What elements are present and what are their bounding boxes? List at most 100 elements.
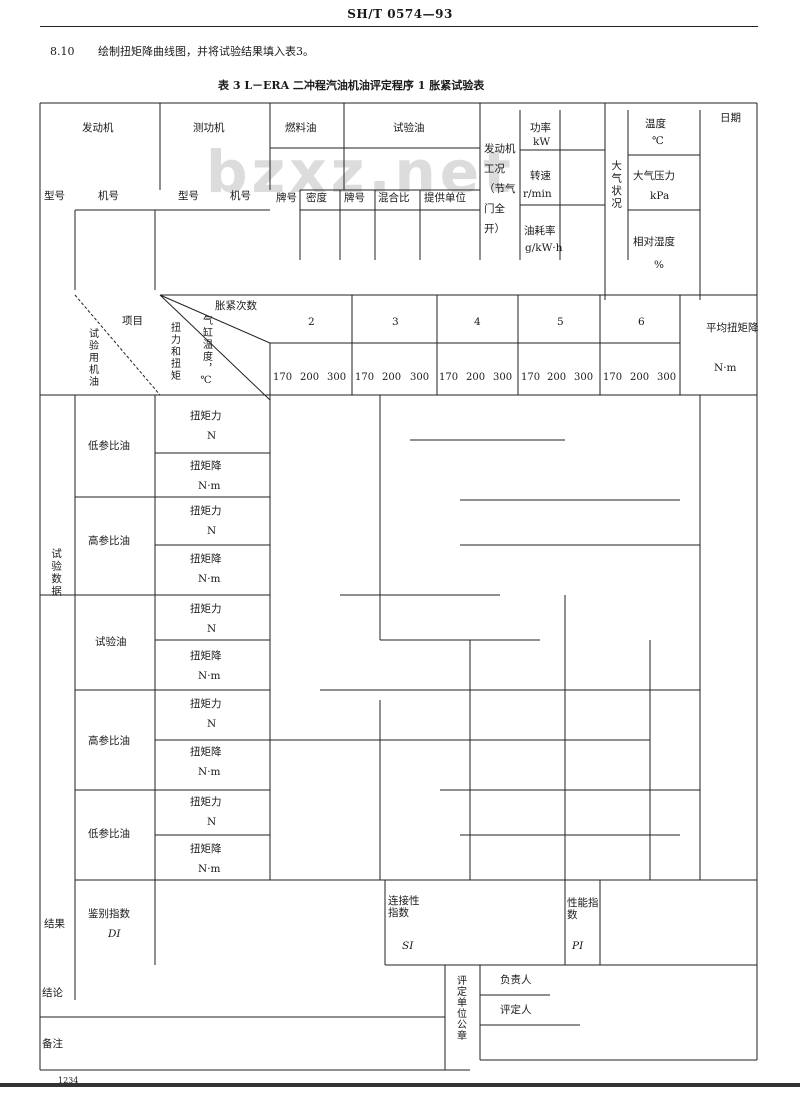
dyno-model: 型号 (178, 190, 199, 202)
count-3: 3 (392, 316, 399, 328)
fuel-oil-label: 燃料油 (285, 122, 317, 134)
section-text: 绘制扭矩降曲线图，并将试验结果填入表3。 (98, 45, 314, 58)
temp-cell: 170 (355, 372, 375, 383)
dyno-serial: 机号 (230, 190, 251, 202)
count-6: 6 (638, 316, 645, 328)
dyno-label: 测功机 (193, 122, 225, 134)
temp-cell: 300 (493, 372, 513, 383)
header-rule (40, 26, 758, 27)
engine-cond-label: 发动机工况（节气门全开） (484, 143, 516, 235)
row-a-label: 扭矩力 (190, 410, 222, 422)
discrimination-symbol: DI (108, 928, 121, 940)
results-label: 结果 (44, 918, 65, 930)
test-oil-used-label: 试验用机油 (86, 328, 98, 388)
temp-unit: ℃ (652, 135, 664, 147)
remarks-label: 备注 (42, 1038, 63, 1050)
count-5: 5 (557, 316, 564, 328)
row-oil-label: 高参比油 (88, 535, 130, 547)
temp-cell: 300 (327, 372, 347, 383)
speed-unit: r/min (523, 188, 552, 200)
fuel-rate-label: 油耗率 (524, 225, 556, 237)
row-b-unit: N·m (198, 670, 221, 682)
ambient-label: 大气状况 (610, 160, 623, 210)
temp-cell: 200 (547, 372, 567, 383)
row-b-unit: N·m (198, 573, 221, 585)
table-caption: 表 3 L－ERA 二冲程汽油机油评定程序 1 胀紧试验表 (218, 79, 485, 92)
page-number: 1234 (58, 1076, 79, 1085)
row-oil-label: 低参比油 (88, 828, 130, 840)
temp-cell: 170 (603, 372, 623, 383)
row-b-unit: N·m (198, 863, 221, 875)
row-b-unit: N·m (198, 766, 221, 778)
temp-cell: 170 (439, 372, 459, 383)
count-2: 2 (308, 316, 315, 328)
row-a-label: 扭矩力 (190, 796, 222, 808)
mix-ratio: 混合比 (378, 192, 410, 204)
avg-torque-unit: N·m (714, 362, 737, 374)
row-a-unit: N (207, 718, 217, 730)
speed-label: 转速 (530, 170, 551, 182)
test-data-side-label: 试验数据 (50, 548, 63, 598)
fuel-grade: 牌号 (276, 192, 297, 204)
test-oil-label: 试验油 (393, 122, 425, 134)
performance-label: 性能指数 (567, 897, 599, 922)
running-header: SH/T 0574—93 (0, 0, 800, 30)
conclusion-label: 结论 (42, 987, 63, 999)
watermark: bzxz.net (206, 138, 515, 206)
row-b-label: 扭矩降 (190, 650, 222, 662)
seize-count-label: 胀紧次数 (215, 300, 257, 312)
pressure-unit: kPa (650, 190, 670, 202)
temp-cell: 170 (273, 372, 293, 383)
torque-force-label: 扭力和扭矩 (168, 322, 180, 382)
cyl-temp-label: 气缸温度，℃ (200, 315, 212, 388)
fuel-density: 密度 (306, 192, 327, 204)
engine-model: 型号 (44, 190, 65, 202)
row-b-label: 扭矩降 (190, 843, 222, 855)
temp-cell: 200 (300, 372, 320, 383)
row-oil-label: 试验油 (95, 636, 127, 648)
connectivity-symbol: SI (402, 940, 414, 952)
row-a-unit: N (207, 816, 217, 828)
humidity-unit: % (654, 259, 664, 271)
humidity-label: 相对湿度 (633, 236, 675, 248)
performance-symbol: PI (572, 940, 584, 952)
row-a-label: 扭矩力 (190, 698, 222, 710)
row-b-label: 扭矩降 (190, 746, 222, 758)
engine-label: 发动机 (82, 122, 114, 134)
pressure-label: 大气压力 (633, 170, 675, 182)
row-oil-label: 高参比油 (88, 735, 130, 747)
responsible-label: 负责人 (500, 974, 532, 986)
avg-torque-label: 平均扭矩降 (706, 322, 759, 334)
power-label: 功率 (530, 122, 551, 134)
temp-cell: 200 (382, 372, 402, 383)
count-4: 4 (474, 316, 481, 328)
row-b-unit: N·m (198, 480, 221, 492)
date-label: 日期 (720, 112, 741, 124)
row-a-label: 扭矩力 (190, 505, 222, 517)
evaluator-label: 评定人 (500, 1004, 532, 1016)
row-b-label: 扭矩降 (190, 553, 222, 565)
temp-cell: 300 (574, 372, 594, 383)
rating-unit-label: 评定单位公章 (454, 975, 466, 1041)
row-a-unit: N (207, 525, 217, 537)
row-a-unit: N (207, 623, 217, 635)
row-a-unit: N (207, 430, 217, 442)
row-b-label: 扭矩降 (190, 460, 222, 472)
fuel-rate-unit: g/kW·h (525, 242, 563, 254)
temp-cell: 300 (657, 372, 677, 383)
row-oil-label: 低参比油 (88, 440, 130, 452)
temp-cell: 170 (521, 372, 541, 383)
temp-label: 温度 (645, 118, 666, 130)
doc-code: SH/T 0574—93 (347, 7, 453, 21)
temp-cell: 200 (630, 372, 650, 383)
discrimination-label: 鉴别指数 (88, 908, 130, 920)
oil-grade: 牌号 (344, 192, 365, 204)
supplier: 提供单位 (424, 192, 466, 204)
power-unit: kW (533, 136, 551, 148)
footer-rule (0, 1083, 800, 1087)
engine-serial: 机号 (98, 190, 119, 202)
row-a-label: 扭矩力 (190, 603, 222, 615)
section-number: 8.10 (50, 45, 75, 58)
item-label: 项目 (122, 315, 143, 327)
